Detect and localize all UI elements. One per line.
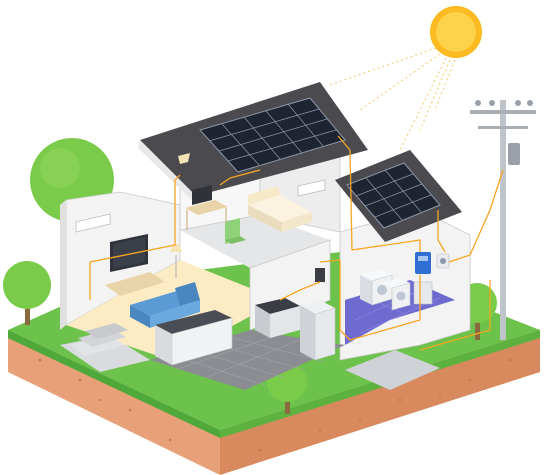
solar-panel-icon bbox=[199, 97, 346, 173]
stove-icon bbox=[255, 298, 300, 338]
wire-kitchen bbox=[319, 259, 421, 341]
solar-panel-right-icon bbox=[346, 162, 441, 229]
kitchen-floor bbox=[150, 330, 345, 390]
left-wing-side-wall bbox=[60, 200, 66, 330]
monitor-icon bbox=[192, 185, 212, 205]
tv-icon bbox=[110, 234, 148, 272]
main-roof-fascia bbox=[138, 140, 196, 204]
bedroom-air-conditioner-icon bbox=[297, 179, 326, 197]
tv-cabinet bbox=[105, 272, 165, 296]
dryer-icon bbox=[382, 278, 411, 311]
house bbox=[60, 82, 471, 390]
utility-pole-icon bbox=[470, 100, 536, 340]
washing-machine-icon bbox=[360, 269, 393, 306]
bedroom bbox=[178, 153, 326, 244]
utility-room bbox=[360, 252, 450, 311]
soil-pebbles bbox=[38, 358, 512, 452]
kitchen bbox=[155, 268, 336, 366]
soil-right-face bbox=[220, 330, 540, 475]
wall-lamp-icon bbox=[178, 153, 190, 164]
sun-icon bbox=[329, 6, 482, 151]
tree-small-left-icon bbox=[3, 261, 51, 325]
meter-icon bbox=[436, 253, 450, 269]
stone-path bbox=[345, 350, 440, 390]
sun-rays bbox=[329, 47, 456, 151]
wire-kitchen-2 bbox=[279, 281, 321, 301]
wire-bedroom bbox=[219, 169, 261, 186]
grass-edge-left bbox=[8, 330, 220, 438]
wire-pole bbox=[448, 169, 504, 263]
bed bbox=[248, 186, 312, 232]
soil-left-face bbox=[8, 330, 220, 475]
sun-core bbox=[436, 12, 476, 52]
thermostat-icon bbox=[315, 268, 325, 282]
inverter-icon bbox=[415, 252, 431, 274]
wire-ground bbox=[419, 280, 491, 351]
air-conditioner-icon bbox=[75, 213, 111, 233]
pole-transformer bbox=[508, 143, 520, 165]
sofa bbox=[130, 282, 200, 328]
wire-living bbox=[89, 174, 181, 300]
wire-main-panel bbox=[337, 135, 421, 252]
electrical-wiring bbox=[89, 135, 504, 351]
refrigerator-icon bbox=[300, 300, 336, 361]
wire-right-panel bbox=[437, 210, 446, 253]
kitchen-island bbox=[155, 310, 233, 366]
battery-icon bbox=[413, 281, 433, 305]
chair bbox=[225, 218, 246, 244]
front-steps bbox=[70, 323, 128, 356]
living-room bbox=[75, 213, 200, 328]
